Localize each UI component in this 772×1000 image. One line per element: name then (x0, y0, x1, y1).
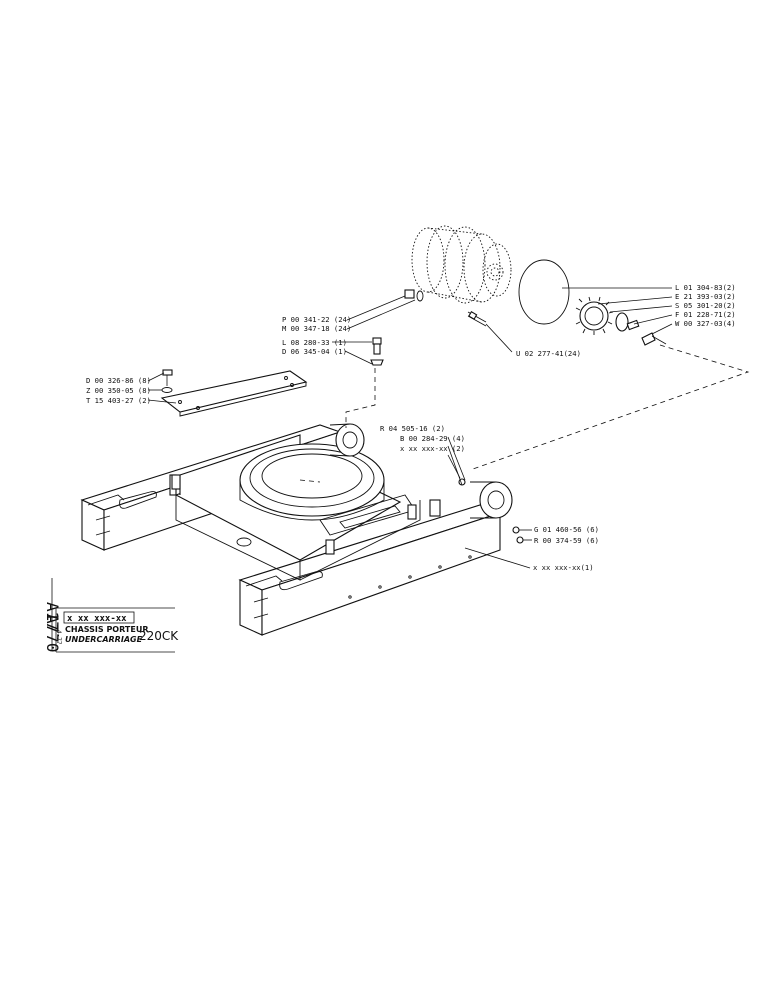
label-p-00-341: P 00 341-22 (24) (282, 315, 351, 324)
label-z-00-350: Z 00 350-05 (8) (86, 386, 151, 395)
label-d-06-345: D 06 345-04 (1) (282, 347, 347, 356)
chassis-frame (80, 423, 513, 636)
o-ring-seal (518, 259, 570, 325)
label-l-08-280: L 08 280-33 (1) (282, 338, 347, 347)
assembly-lines (299, 344, 750, 483)
lock-plate (626, 319, 640, 331)
label-u-02-277: U 02 277-41(24) (516, 349, 581, 358)
label-b-00-284: B 00 284-29 (4) (400, 434, 465, 443)
label-w-00-327: W 00 327-03(4) (675, 319, 736, 328)
title-model: 220CK (139, 629, 179, 643)
title-date: 4-77 (55, 630, 62, 645)
nut-and-washer (404, 289, 424, 302)
title-block: A17 A770 4-77 x xx xxx-xx CHASSIS PORTEU… (43, 578, 179, 653)
label-g-01-460: G 01 460-56 (6) (534, 525, 599, 534)
label-x-xx-2: x xx xxx-xx (2) (400, 444, 465, 453)
label-l-01-304: L 01 304-83(2) (675, 283, 736, 292)
grease-fitting (370, 337, 384, 366)
stud-bolt-u (467, 311, 487, 327)
label-m-00-347: M 00 347-18 (24) (282, 324, 351, 333)
title-code-a17: A17 (43, 602, 62, 631)
title-name-fr: CHASSIS PORTEUR (65, 625, 149, 634)
label-x-xx-1: x xx xxx-xx(1) (533, 563, 594, 572)
leader-lines (147, 287, 673, 569)
label-r-00-374: R 00 374-59 (6) (534, 536, 599, 545)
title-code-a770: A770 (43, 614, 62, 653)
title-name-en: UNDERCARRIAGE (65, 635, 143, 644)
label-d-00-326: D 00 326-86 (8) (86, 376, 151, 385)
part-labels: L 01 304-83(2) E 21 393-03(2) S 05 301-2… (86, 283, 736, 572)
label-e-21-393: E 21 393-03(2) (675, 292, 736, 301)
sprocket-gear (575, 296, 614, 335)
washer (615, 312, 629, 332)
label-t-15-403: T 15 403-27 (2) (86, 396, 151, 405)
label-r-04-505: R 04 505-16 (2) (380, 424, 445, 433)
title-reference: x xx xxx-xx (67, 614, 127, 624)
label-f-01-228: F 01 228-71(2) (675, 310, 736, 319)
label-s-05-301: S 05 301-20(2) (675, 301, 736, 310)
travel-motor-hub (411, 225, 512, 304)
cover-plate (160, 370, 308, 417)
bolt-w (641, 332, 667, 346)
